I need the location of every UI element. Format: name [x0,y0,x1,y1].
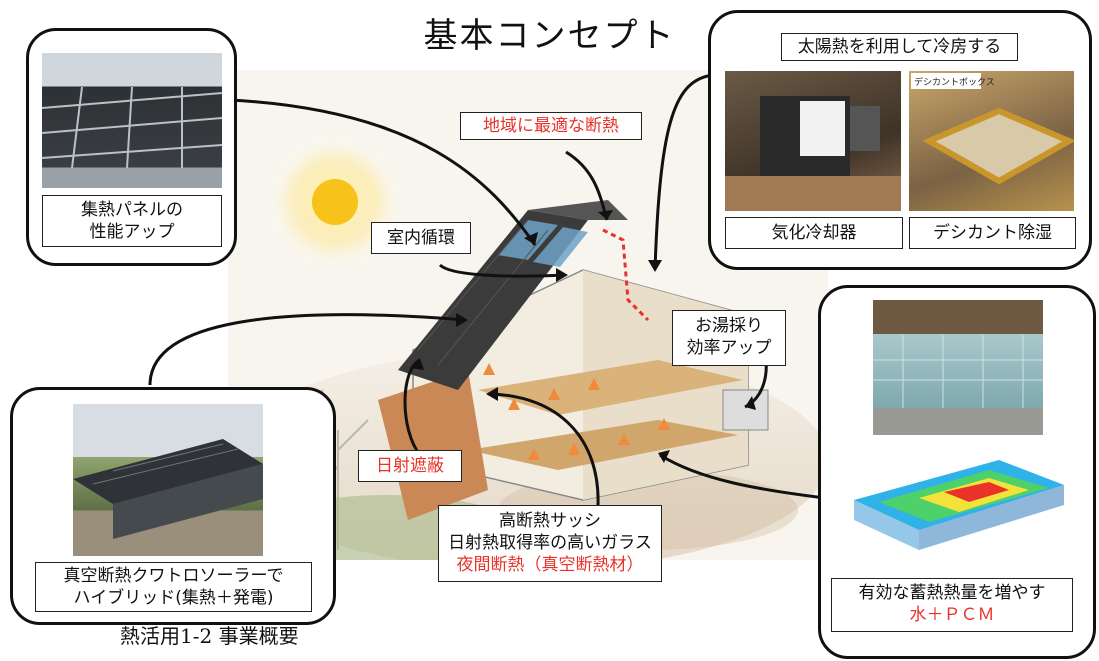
solar-cooling-box: 太陽熱を利用して冷房する デシカントボックス 気化冷却器 デシカント除湿 [708,10,1092,270]
heat-simulation-photo [849,440,1071,560]
storage-tanks-photo [873,300,1043,435]
desiccant-box-image: デシカントボックス [911,73,1074,185]
circulation-label: 室内循環 [371,222,471,254]
hotwater-label: お湯採り 効率アップ [672,310,786,366]
sash-line3: 夜間断熱（真空断熱材） [456,555,644,575]
storage-label: 有効な蓄熱熱量を増やす 水＋ＰＣＭ [831,578,1073,632]
heat-simulation-image [854,460,1064,550]
solar-collector-image [42,86,222,169]
hybrid-solar-image [73,439,263,539]
desiccant-box-tag: デシカントボックス [914,76,995,88]
sash-label: 高断熱サッシ 日射熱取得率の高いガラス 夜間断熱（真空断熱材） [438,505,662,582]
hybrid-label: 真空断熱クワトロソーラーで ハイブリッド(集熱＋発電) [35,562,312,612]
collector-label: 集熱パネルの 性能アップ [42,195,222,247]
collector-photo [42,53,222,188]
collector-panel-box: 集熱パネルの 性能アップ [26,28,237,266]
desiccant-photo: デシカントボックス [909,71,1074,211]
storage-line2: 水＋ＰＣＭ [909,605,995,625]
evap-cooler-image [725,96,901,211]
page-title: 基本コンセプト [423,16,676,56]
sash-line1: 高断熱サッシ [499,511,601,531]
collector-label-line1: 集熱パネルの [81,200,183,220]
hybrid-line1: 真空断熱クワトロソーラーで [63,566,284,586]
hybrid-solar-photo [73,404,263,556]
hybrid-line2: ハイブリッド(集熱＋発電) [73,588,274,608]
evap-cooler-label: 気化冷却器 [725,217,903,249]
desiccant-label: デシカント除湿 [909,217,1076,249]
solar-cooling-title: 太陽熱を利用して冷房する [781,33,1018,61]
hybrid-solar-box: 真空断熱クワトロソーラーで ハイブリッド(集熱＋発電) [10,387,336,625]
collector-label-line2: 性能アップ [89,222,175,242]
footer-caption: 熱活用1-2 事業概要 [120,624,299,648]
evap-cooler-photo [725,71,901,211]
sash-line2: 日射熱取得率の高いガラス [448,533,652,553]
hotwater-line2: 効率アップ [686,338,772,358]
storage-tanks-image [873,335,1043,408]
insulation-label: 地域に最適な断熱 [460,112,642,140]
storage-line1: 有効な蓄熱熱量を増やす [858,583,1046,603]
hotwater-line1: お湯採り [695,316,763,336]
shading-label: 日射遮蔽 [358,450,462,482]
thermal-storage-box: 有効な蓄熱熱量を増やす 水＋ＰＣＭ [818,285,1096,659]
